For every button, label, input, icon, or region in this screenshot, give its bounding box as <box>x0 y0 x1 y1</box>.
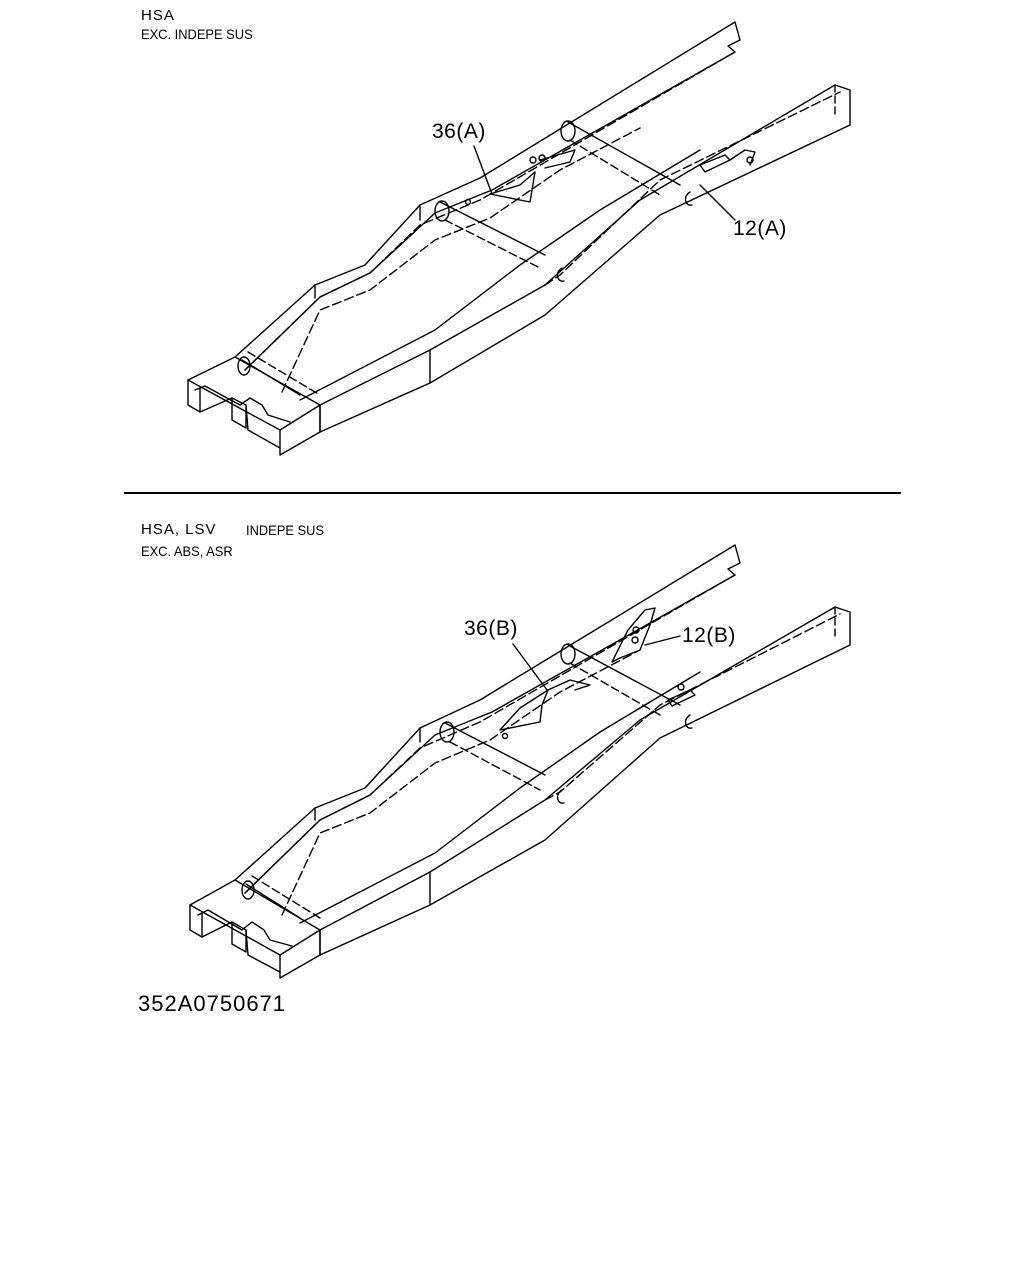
bottom-chassis-frame <box>189 544 851 979</box>
top-chassis-frame <box>187 21 851 456</box>
bottom-condition-label: EXC. ABS, ASR <box>141 543 233 559</box>
diagram-code: 352A0750671 <box>138 991 287 1016</box>
callout-12a[interactable]: 12(A) <box>733 217 787 240</box>
panel-divider <box>124 492 901 494</box>
callout-12b[interactable]: 12(B) <box>682 624 736 647</box>
bottom-model-label: HSA, LSV <box>141 521 217 538</box>
top-condition-label: EXC. INDEPE SUS <box>141 26 253 42</box>
top-model-label: HSA <box>141 7 175 24</box>
bottom-suspension-label: INDEPE SUS <box>246 522 325 538</box>
callout-36a[interactable]: 36(A) <box>432 120 486 143</box>
callout-36b[interactable]: 36(B) <box>464 617 518 640</box>
